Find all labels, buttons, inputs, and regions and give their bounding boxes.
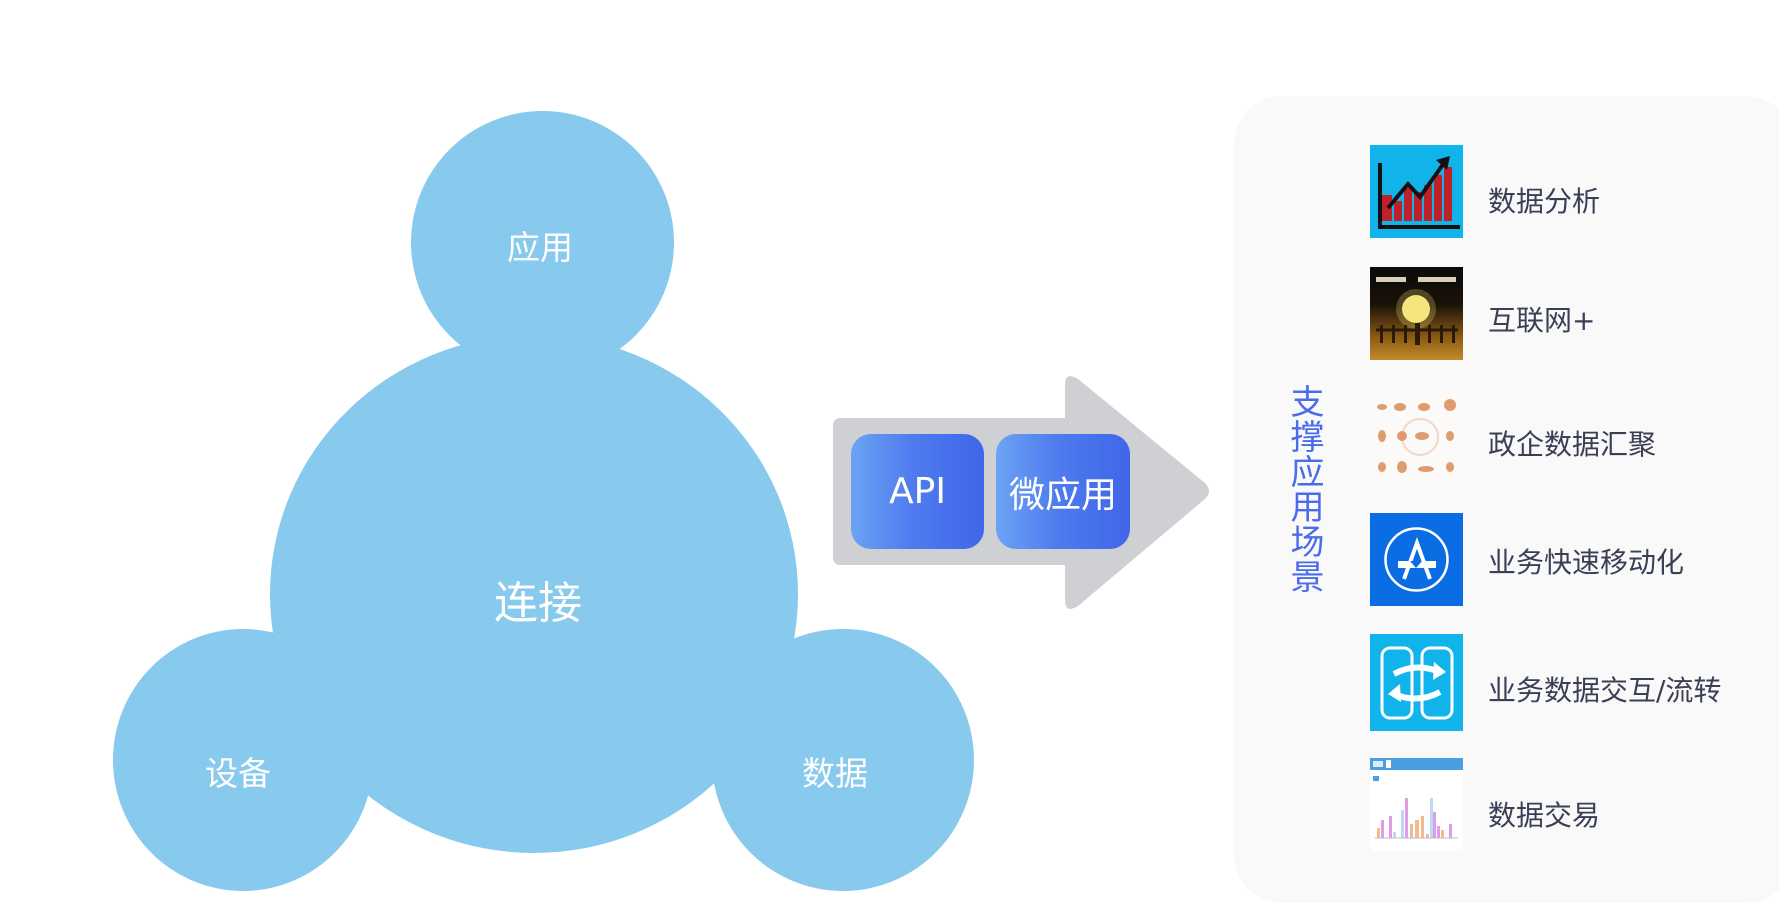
api-label: API (889, 471, 946, 512)
sync-exchange-icon (1370, 634, 1463, 731)
application-label: 应用 (507, 228, 573, 267)
item-label-gov-enterprise-aggregation: 政企数据汇聚 (1488, 428, 1657, 461)
trend-chart-icon (1370, 145, 1463, 238)
data-circle (712, 629, 974, 891)
device-circle (113, 629, 373, 891)
dashboard-chart-icon (1370, 758, 1463, 851)
item-label-business-data-exchange: 业务数据交互/流转 (1488, 674, 1722, 707)
data-label: 数据 (802, 754, 868, 793)
data-aggregation-icon (1370, 391, 1463, 484)
lightbulb-people-icon (1370, 267, 1463, 360)
api-box: API (851, 434, 984, 549)
item-label-data-trading: 数据交易 (1488, 799, 1601, 832)
item-label-data-analysis: 数据分析 (1488, 185, 1601, 218)
device-label: 设备 (205, 754, 271, 793)
item-label-internet-plus: 互联网+ (1488, 304, 1596, 337)
app-store-icon (1370, 513, 1463, 606)
item-label-mobile-business: 业务快速移动化 (1488, 546, 1685, 579)
scenarios-title: 支撑应用场景 (1284, 384, 1324, 594)
micro-app-box: 微应用 (996, 434, 1130, 549)
micro-app-label: 微应用 (1008, 474, 1117, 516)
connect-label: 连接 (494, 578, 582, 629)
application-circle (411, 111, 674, 374)
scenarios-panel (1234, 96, 1779, 903)
